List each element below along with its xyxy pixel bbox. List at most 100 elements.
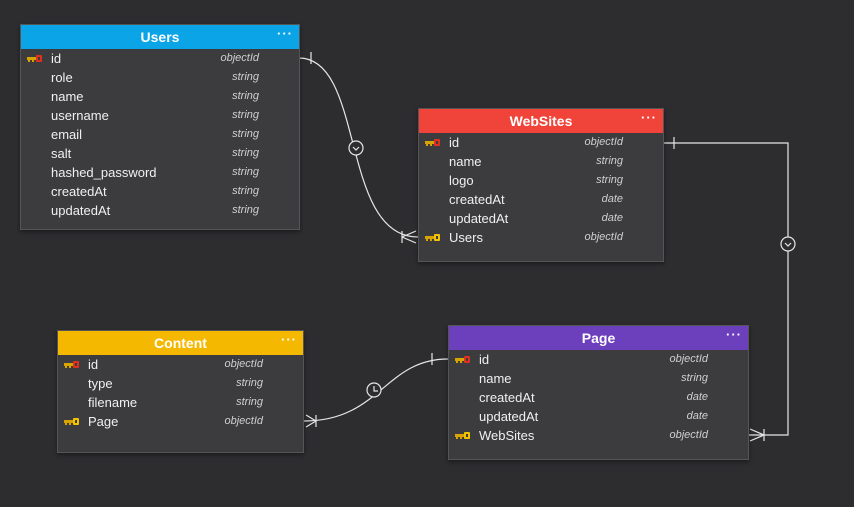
field-type: string [232,90,259,102]
field-row[interactable]: WebSites objectId [449,426,748,445]
table-header[interactable]: Page ··· [449,326,748,350]
field-type: date [601,193,623,205]
field-name: createdAt [51,184,107,199]
field-name: salt [51,146,72,161]
field-row[interactable]: name string [21,87,299,106]
foreign-key-icon [64,418,79,425]
primary-key-icon [425,139,440,146]
field-type: objectId [220,52,259,64]
more-options-icon[interactable]: ··· [641,110,657,125]
table-header[interactable]: Content··· [58,331,303,355]
field-name: email [51,127,83,142]
more-options-icon[interactable]: ··· [726,327,742,342]
field-name: id [51,51,62,66]
link-many-marker [305,420,317,428]
primary-key-icon [64,361,79,368]
field-name: updatedAt [479,409,539,424]
field-name: logo [449,173,474,188]
field-row[interactable]: createdAt string [21,182,299,201]
field-type: string [236,377,263,389]
field-name: WebSites [479,428,535,443]
link-many-marker [401,236,417,244]
field-name: name [51,89,84,104]
chevron-down-icon [784,242,792,247]
foreign-key-icon [425,234,440,241]
primary-key-icon [27,55,42,62]
field-row[interactable]: email string [21,125,299,144]
field-list: id objectId role string name string username st… [21,49,299,220]
field-row[interactable]: salt string [21,144,299,163]
field-type: string [232,71,259,83]
field-type: string [681,372,708,384]
field-type: string [232,147,259,159]
more-options-icon[interactable]: ··· [281,332,297,347]
field-row[interactable]: name string [449,369,748,388]
link-many-marker [305,414,317,422]
field-row[interactable]: type string [58,374,303,393]
field-row[interactable]: updatedAt date [419,209,663,228]
field-type: date [601,212,623,224]
field-name: name [449,154,482,169]
field-row[interactable]: id objectId [21,49,299,68]
field-type: objectId [669,429,708,441]
field-type: string [232,109,259,121]
field-row[interactable]: updatedAt string [21,201,299,220]
field-name: updatedAt [449,211,509,226]
table-title: Page [581,330,616,346]
field-name: id [88,357,99,372]
field-type: objectId [584,231,623,243]
field-type: string [232,128,259,140]
field-row[interactable]: role string [21,68,299,87]
field-name: username [51,108,109,123]
field-name: id [449,135,460,150]
field-type: string [596,155,623,167]
field-name: createdAt [449,192,505,207]
field-name: createdAt [479,390,535,405]
table-title: WebSites [509,113,573,129]
table-title: Users [140,29,180,45]
link-many-marker [749,428,765,436]
clock-icon [373,386,378,392]
field-row[interactable]: name string [419,152,663,171]
field-type: objectId [224,415,263,427]
link-websites-page[interactable] [662,142,789,436]
field-name: name [479,371,512,386]
field-type: objectId [669,353,708,365]
field-row[interactable]: id objectId [419,133,663,152]
primary-key-icon [455,356,470,363]
field-name: updatedAt [51,203,111,218]
field-type: objectId [584,136,623,148]
field-type: string [232,204,259,216]
field-type: string [232,185,259,197]
field-name: id [479,352,490,367]
link-many-marker [401,230,417,238]
table-header[interactable]: Users ··· [21,25,299,49]
field-row[interactable]: Page objectId [58,412,303,431]
field-row[interactable]: createdAt date [419,190,663,209]
foreign-key-icon [455,432,470,439]
field-name: type [88,376,113,391]
field-name: Page [88,414,119,429]
field-row[interactable]: username string [21,106,299,125]
field-row[interactable]: id objectId [449,350,748,369]
table-header[interactable]: WebSites ··· [419,109,663,133]
optional-circle-icon [348,140,364,156]
more-options-icon[interactable]: ··· [277,26,293,41]
field-name: role [51,70,73,85]
field-type: string [232,166,259,178]
